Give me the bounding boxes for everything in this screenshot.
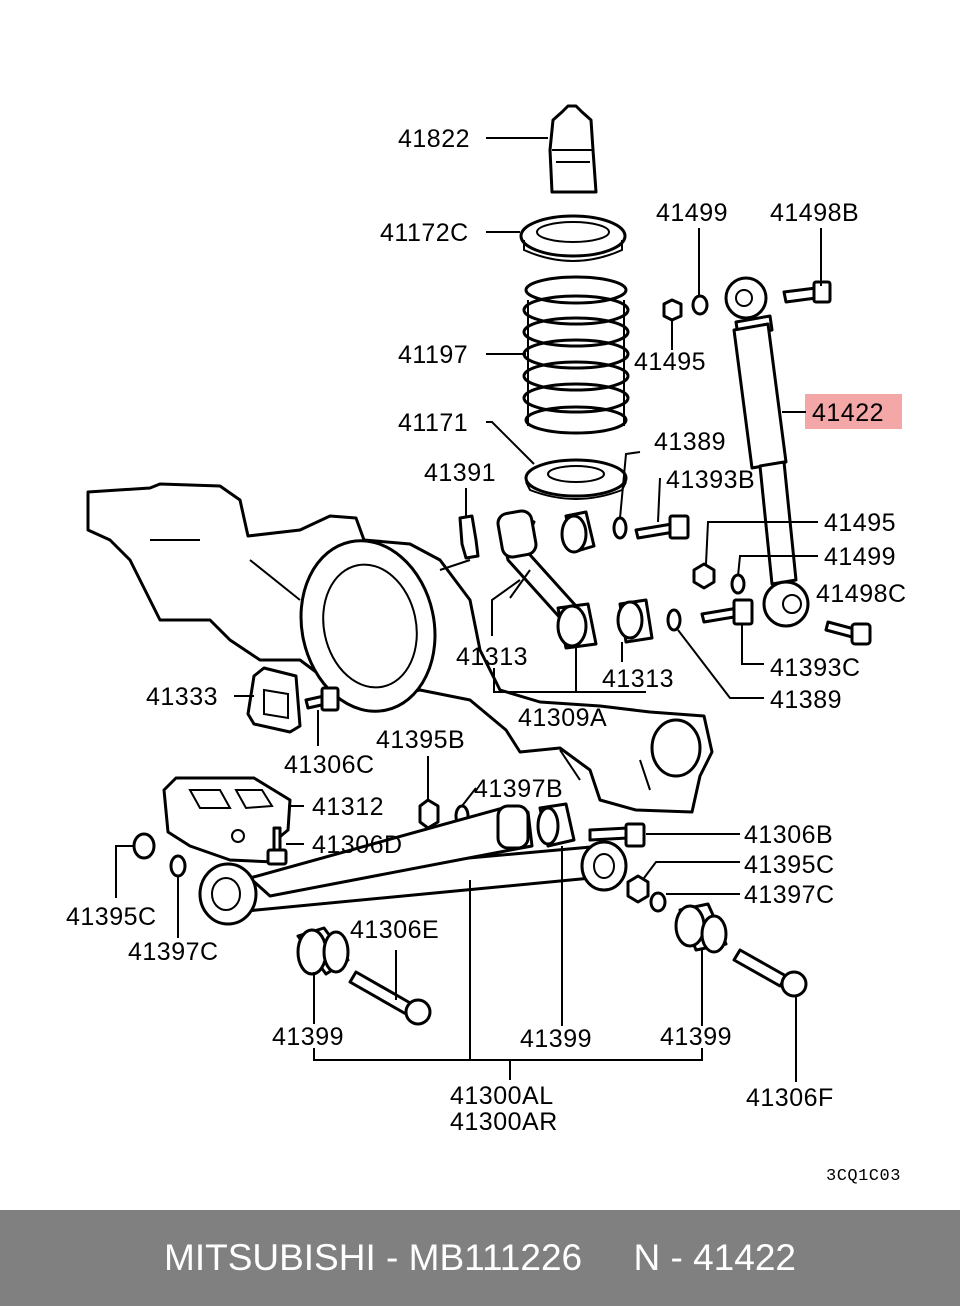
bolt-41393c[interactable] — [700, 598, 754, 626]
diagram-code: 3CQ1C03 — [826, 1167, 901, 1186]
nut-41495-lower[interactable] — [692, 562, 716, 590]
label-41399-right: 41399 — [660, 1023, 732, 1051]
bolt-41306b[interactable] — [588, 822, 646, 848]
label-41495-lower: 41495 — [824, 509, 896, 537]
bump-stop[interactable] — [548, 104, 598, 194]
washer-41389-lower[interactable] — [666, 608, 682, 632]
parts-diagram: 41822 41172C 41197 41171 41499 41498B 41… — [66, 104, 907, 1186]
label-41499-lower: 41499 — [824, 543, 896, 571]
label-41333: 41333 — [146, 683, 218, 711]
label-41393b: 41393B — [666, 466, 755, 494]
label-41399-mid: 41399 — [520, 1025, 592, 1053]
footer-bar: MITSUBISHI - MB111226 N - 41422 — [0, 1210, 960, 1306]
label-41306c: 41306C — [284, 751, 375, 779]
washer-41499-top[interactable] — [691, 294, 709, 316]
bushing-41313-lower[interactable] — [556, 602, 598, 650]
leader-lines — [115, 137, 822, 1082]
bolt-41393b[interactable] — [634, 514, 690, 540]
bushing-41399-mid[interactable] — [536, 802, 576, 848]
label-41306f: 41306F — [746, 1084, 834, 1112]
bracket-41391[interactable] — [458, 514, 480, 560]
label-41313-right: 41313 — [602, 665, 674, 693]
bushing-41313-upper[interactable] — [560, 510, 596, 554]
label-41397c-left: 41397C — [128, 938, 219, 966]
label-41171: 41171 — [398, 409, 468, 437]
bolt-41306f[interactable] — [732, 948, 808, 998]
label-41422: 41422 — [812, 399, 884, 427]
bushing-41399-right[interactable] — [674, 902, 728, 954]
label-41822: 41822 — [398, 125, 470, 153]
label-41499-top: 41499 — [656, 199, 728, 227]
bolt-41306c[interactable] — [304, 686, 340, 712]
bolt-41498c[interactable] — [824, 620, 872, 646]
washer-41389-upper[interactable] — [612, 516, 628, 540]
label-41309a: 41309A — [518, 704, 607, 732]
label-41395b: 41395B — [376, 726, 465, 754]
label-41172c: 41172C — [380, 219, 469, 247]
label-41197: 41197 — [398, 341, 468, 369]
nut-41395b[interactable] — [418, 798, 440, 830]
bushing-41313-right[interactable] — [616, 598, 654, 644]
label-41391: 41391 — [424, 459, 496, 487]
footer-text: MITSUBISHI - MB111226 N - 41422 — [164, 1237, 796, 1278]
label-41397b: 41397B — [474, 775, 563, 803]
label-41306b: 41306B — [744, 821, 833, 849]
label-41389-upper: 41389 — [654, 428, 726, 456]
label-41495-top: 41495 — [634, 348, 706, 376]
highlight-box — [805, 394, 902, 429]
label-41300al: 41300AL — [450, 1082, 554, 1110]
bolt-41498b[interactable] — [782, 280, 832, 304]
lower-spring-seat[interactable] — [524, 458, 628, 500]
label-41498b: 41498B — [770, 199, 859, 227]
label-41393c: 41393C — [770, 654, 861, 682]
label-41306d: 41306D — [312, 831, 403, 859]
nut-41495-top[interactable] — [662, 298, 683, 322]
label-41395c-right: 41395C — [744, 851, 835, 879]
nut-41395c-right[interactable] — [626, 874, 650, 904]
label-41300ar: 41300AR — [450, 1108, 558, 1136]
label-41395c-left: 41395C — [66, 903, 157, 931]
bolt-41306e[interactable] — [348, 970, 432, 1026]
lower-control-arm[interactable] — [198, 804, 628, 926]
bushing-41399-left[interactable] — [296, 926, 350, 976]
label-41306e: 41306E — [350, 916, 439, 944]
label-41313-left: 41313 — [456, 643, 528, 671]
coil-spring[interactable] — [522, 275, 630, 435]
axle-housing — [86, 482, 714, 814]
label-41397c-right: 41397C — [744, 881, 835, 909]
bolt-41306d[interactable] — [266, 826, 288, 866]
label-41312: 41312 — [312, 793, 384, 821]
label-41498c: 41498C — [816, 580, 907, 608]
washer-41499-lower[interactable] — [730, 573, 746, 595]
bracket-41333[interactable] — [246, 666, 302, 734]
lateral-rod[interactable] — [496, 509, 578, 622]
label-41399-left: 41399 — [272, 1023, 344, 1051]
nut-41395c-left[interactable] — [132, 832, 156, 860]
label-41389-lower: 41389 — [770, 686, 842, 714]
washer-41397c-right[interactable] — [649, 891, 667, 913]
upper-spring-seat[interactable] — [519, 214, 627, 262]
washer-41397c-left[interactable] — [169, 854, 187, 878]
